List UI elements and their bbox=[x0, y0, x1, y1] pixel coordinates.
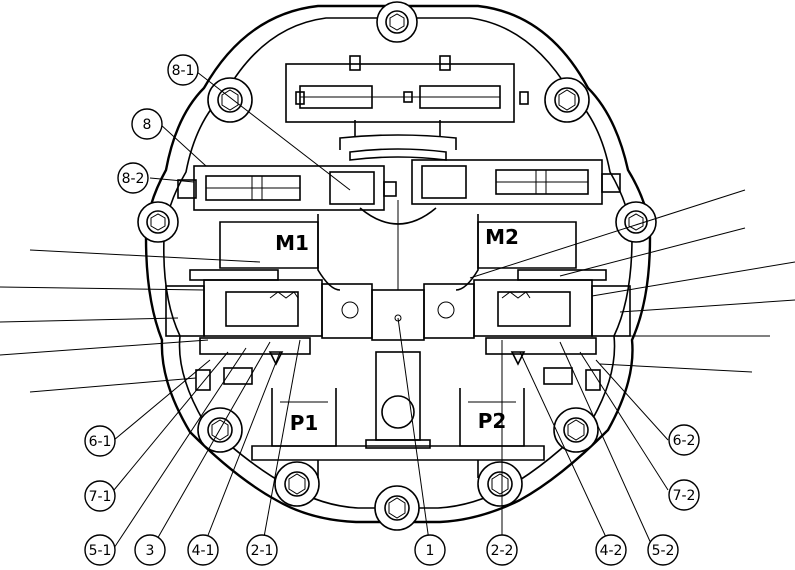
m1-chamber bbox=[219, 221, 319, 269]
left-relief-valve bbox=[177, 165, 397, 211]
callout-6-2: 6-2 bbox=[668, 424, 700, 456]
m2-chamber bbox=[477, 221, 577, 269]
callout-text-4-2: 4-2 bbox=[600, 543, 623, 559]
callout-text-7-1: 7-1 bbox=[89, 489, 112, 505]
callout-5-2: 5-2 bbox=[647, 534, 679, 566]
callout-8-2: 8-2 bbox=[117, 162, 149, 194]
port-label-p1: P1 bbox=[290, 411, 319, 435]
bolt-left bbox=[137, 201, 179, 243]
bolt-top-center bbox=[376, 1, 418, 43]
callout-4-2: 4-2 bbox=[595, 534, 627, 566]
callout-7-2: 7-2 bbox=[668, 479, 700, 511]
callout-text-6-2: 6-2 bbox=[673, 433, 696, 449]
callout-4-1: 4-1 bbox=[187, 534, 219, 566]
callout-text-6-1: 6-1 bbox=[89, 434, 112, 450]
center-spool bbox=[365, 351, 431, 449]
bolt-top-right bbox=[544, 77, 590, 123]
top-valve-assembly bbox=[285, 55, 529, 136]
callout-3: 3 bbox=[134, 534, 166, 566]
callout-text-5-2: 5-2 bbox=[652, 543, 675, 559]
callout-text-2-2: 2-2 bbox=[491, 543, 514, 559]
callout-text-8-2: 8-2 bbox=[122, 171, 145, 187]
port-label-m1: M1 bbox=[275, 231, 309, 255]
center-block bbox=[371, 289, 425, 341]
bolt-bottom-left bbox=[274, 461, 320, 507]
bolt-right bbox=[615, 201, 657, 243]
callout-text-7-2: 7-2 bbox=[673, 488, 696, 504]
callout-text-8: 8 bbox=[143, 117, 152, 133]
callout-8: 8 bbox=[131, 108, 163, 140]
callout-1: 1 bbox=[414, 534, 446, 566]
callout-text-3: 3 bbox=[146, 543, 155, 559]
left-check-valve bbox=[165, 269, 373, 339]
callout-2-1: 2-1 bbox=[246, 534, 278, 566]
port-label-p2: P2 bbox=[478, 409, 507, 433]
bolt-top-left bbox=[207, 77, 253, 123]
lower-right-shuttle bbox=[485, 337, 601, 391]
callout-8-1: 8-1 bbox=[167, 54, 199, 86]
bolt-bottom-right bbox=[477, 461, 523, 507]
callout-text-2-1: 2-1 bbox=[251, 543, 274, 559]
right-check-valve bbox=[423, 269, 631, 339]
callout-text-1: 1 bbox=[426, 543, 435, 559]
central-channel bbox=[317, 134, 479, 291]
port-label-m2: M2 bbox=[485, 225, 519, 249]
callout-2-2: 2-2 bbox=[486, 534, 518, 566]
bolt-bottom-center bbox=[374, 485, 420, 531]
right-relief-valve bbox=[411, 159, 621, 205]
callout-5-1: 5-1 bbox=[84, 534, 116, 566]
leader-lines bbox=[0, 71, 795, 549]
lower-frame bbox=[251, 445, 545, 478]
callout-text-8-1: 8-1 bbox=[172, 63, 195, 79]
callout-7-1: 7-1 bbox=[84, 480, 116, 512]
callout-text-4-1: 4-1 bbox=[192, 543, 215, 559]
lower-left-shuttle bbox=[195, 337, 311, 391]
bolt-lower-right bbox=[553, 407, 599, 453]
callout-6-1: 6-1 bbox=[84, 425, 116, 457]
callout-text-5-1: 5-1 bbox=[89, 543, 112, 559]
